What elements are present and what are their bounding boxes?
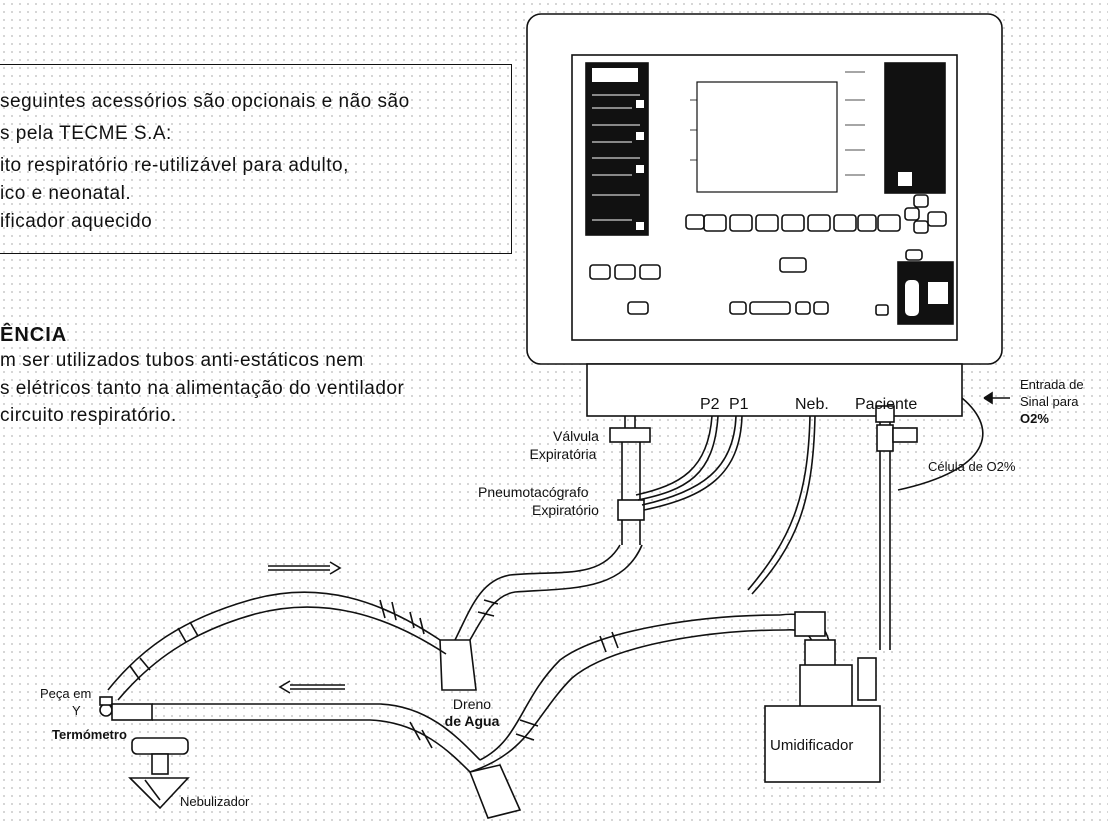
port-neb-label: Neb.: [795, 396, 829, 413]
entrada-label-3: O2%: [1020, 411, 1049, 426]
entrada-label: Entrada de: [1020, 377, 1084, 392]
note-line: seguintes acessórios são opcionais e não…: [0, 91, 410, 112]
warning-line: m ser utilizados tubos anti-estáticos ne…: [0, 350, 364, 371]
soft-keys-row: [685, 214, 901, 232]
note-line: ificador aquecido: [0, 211, 153, 232]
peca-label: Peça em: [40, 686, 92, 701]
waveform-graph: [696, 81, 838, 193]
nav-keypad: [904, 194, 947, 261]
umidificador-label: Umidificador: [770, 737, 854, 754]
pneumotacografo-label: Pneumotacógrafo: [478, 484, 589, 500]
nebulizer: [128, 737, 190, 810]
port-p1-label: P1: [729, 396, 749, 413]
celula-label: Célula de O2%: [928, 459, 1016, 474]
note-line: ico e neonatal.: [0, 183, 132, 204]
humidifier-chamber: [799, 664, 853, 708]
warning-line: circuito respiratório.: [0, 405, 177, 426]
note-line: s pela TECME S.A:: [0, 123, 172, 144]
valvula-label-2: Expiratória: [529, 446, 597, 462]
peca-label-2: Y: [72, 703, 81, 718]
valvula-label: Válvula: [553, 428, 599, 444]
warning-line: s elétricos tanto na alimentação do vent…: [0, 378, 405, 399]
note-box: [0, 64, 512, 254]
port-paciente-label: Paciente: [855, 396, 918, 413]
expiratory-valve: [609, 427, 651, 443]
dreno-label-2: de Agua: [444, 713, 500, 729]
dreno-label: Dreno: [452, 696, 492, 712]
left-menu-panel: [585, 62, 649, 236]
note-line: ito respiratório re-utilizável para adul…: [0, 155, 349, 176]
right-info-panel: [884, 62, 946, 194]
nebulizador-label: Nebulizador: [180, 794, 250, 809]
o2-cell-connector: [876, 424, 894, 452]
warning-title: ÊNCIA: [0, 324, 68, 346]
connection-block: [586, 363, 963, 417]
pneumotachograph: [617, 499, 645, 521]
entrada-label-2: Sinal para: [1020, 394, 1079, 409]
humidifier-base: [764, 705, 881, 783]
termometro-label: Termómetro: [52, 727, 127, 742]
pneumotacografo-label-2: Expiratório: [532, 502, 599, 518]
port-p2-label: P2: [700, 396, 720, 413]
